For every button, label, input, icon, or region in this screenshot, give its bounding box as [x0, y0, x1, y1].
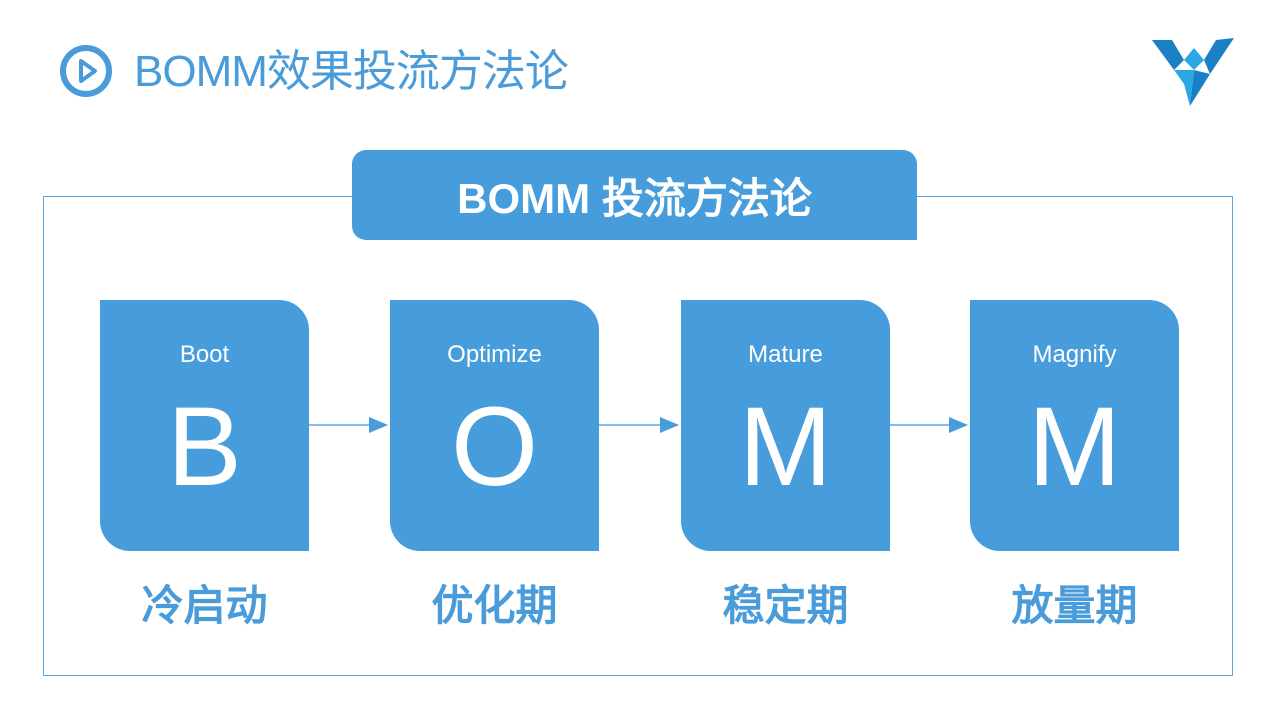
stage-letter: M — [738, 384, 833, 509]
stage-letter: B — [167, 384, 242, 509]
stage-label-scale: 放量期 — [1011, 582, 1138, 629]
stage-english-name: Magnify — [1032, 341, 1117, 368]
stage-label-cold-start: 冷启动 — [141, 582, 268, 629]
stage-card-optimize: Optimize O — [390, 300, 599, 551]
stage-card-magnify: Magnify M — [970, 300, 1179, 551]
stage-letter: M — [1027, 384, 1122, 509]
play-circle-icon — [60, 45, 112, 97]
arrow-right-icon — [309, 417, 388, 433]
arrow-right-icon — [890, 417, 968, 433]
stage-label-stable: 稳定期 — [722, 582, 849, 629]
stage-letter: O — [450, 384, 539, 509]
stage-card-mature: Mature M — [681, 300, 890, 551]
stage-english-name: Optimize — [447, 341, 542, 368]
banner-title: BOMM 投流方法论 — [352, 150, 917, 240]
stage-card-boot: Boot B — [100, 300, 309, 551]
brand-logo-icon — [1152, 38, 1234, 106]
arrow-right-icon — [599, 417, 679, 433]
stage-english-name: Mature — [748, 341, 823, 368]
page-title: BOMM效果投流方法论 — [134, 47, 569, 96]
stage-label-optimize: 优化期 — [431, 582, 558, 629]
stage-english-name: Boot — [179, 341, 230, 368]
